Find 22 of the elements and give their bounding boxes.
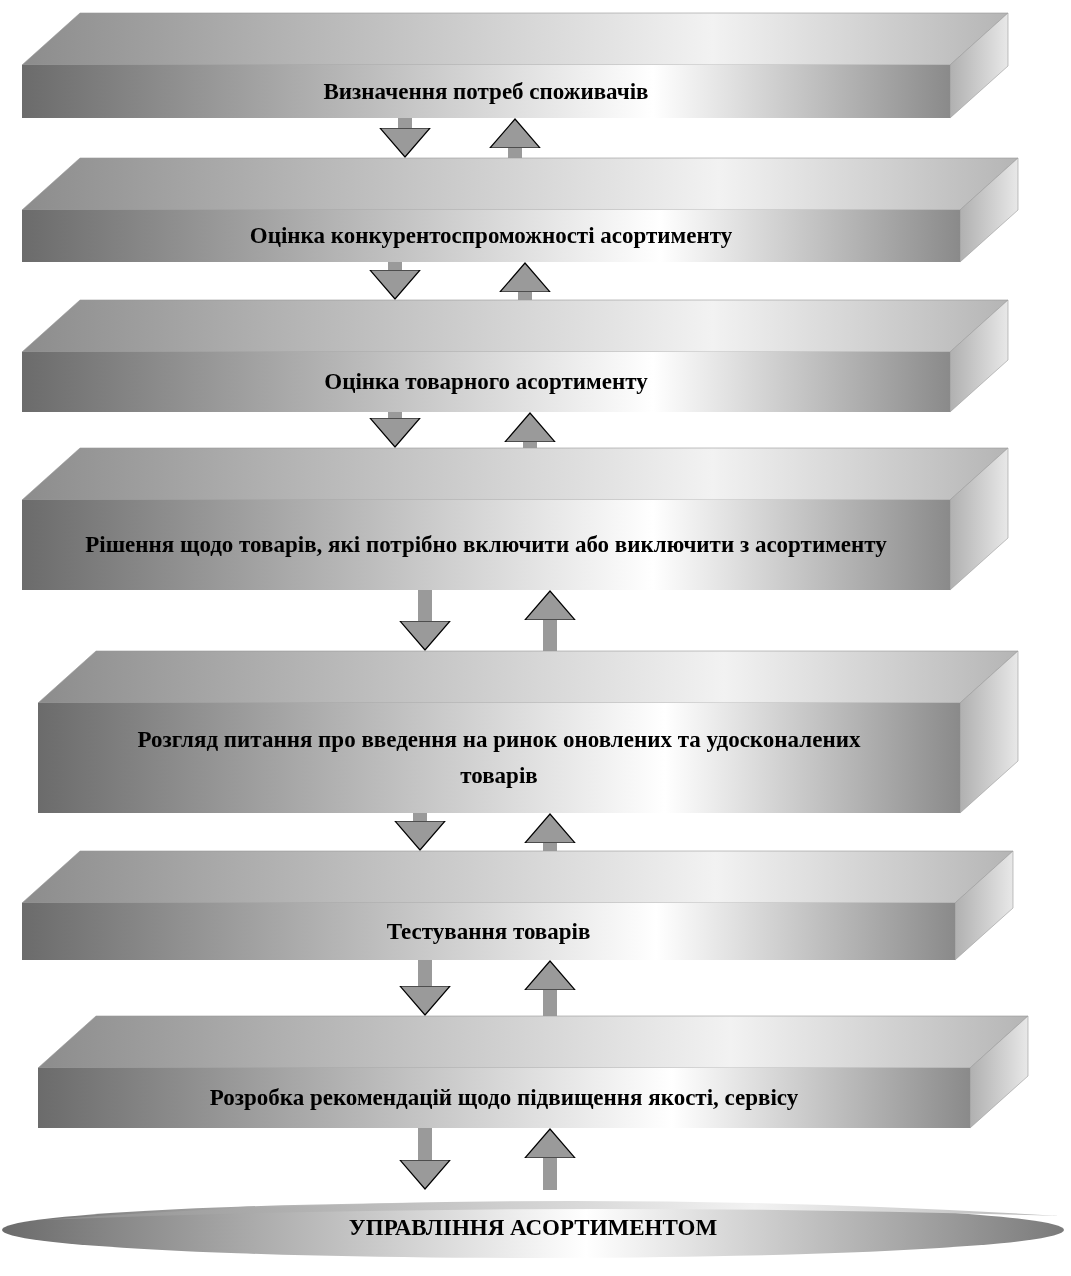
block-arrow (499, 262, 551, 300)
step-label: Оцінка конкурентоспроможності асортименту (249, 222, 733, 251)
block-arrow (399, 960, 451, 1016)
block-arrow (524, 590, 576, 651)
step-label: Розробка рекомендацій щодо підвищення якості, сервісу (209, 1084, 799, 1113)
step-label: Рішення щодо товарів, які потрібно включити або виключити з асортименту (85, 531, 887, 560)
block-arrow (399, 1128, 451, 1190)
block-arrow (369, 262, 421, 300)
block-arrow (524, 1128, 576, 1190)
block-arrow (379, 118, 431, 158)
system-label: УПРАВЛІННЯ АСОРТИМЕНТОМ (348, 1214, 718, 1243)
step-label: Розгляд питання про введення на ринок оновлених та удосконалених товарів (136, 726, 862, 790)
block-arrow (524, 813, 576, 851)
block-arrow (394, 813, 446, 851)
block-arrow (369, 412, 421, 448)
step-label: Тестування товарів (386, 917, 591, 946)
step-label: Оцінка товарного асортименту (324, 368, 648, 397)
block-arrow (524, 960, 576, 1016)
block-arrow (489, 118, 541, 158)
block-arrow (504, 412, 556, 448)
block-arrow (399, 590, 451, 651)
step-label: Визначення потреб споживачів (323, 77, 649, 106)
